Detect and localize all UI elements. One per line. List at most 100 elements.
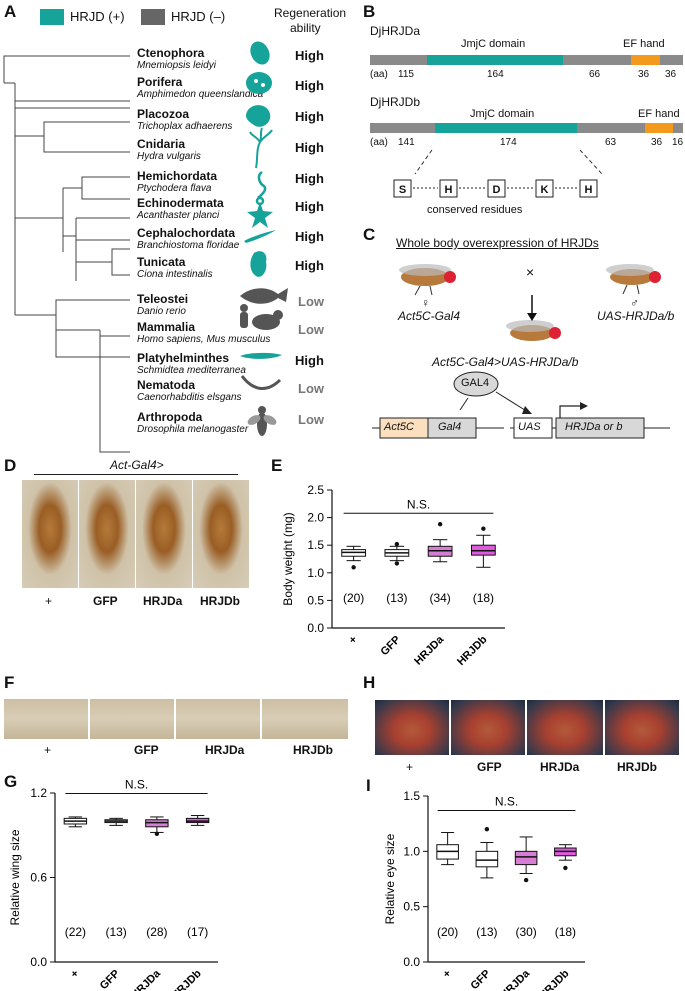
taxon-teleostei: Teleostei: [137, 292, 189, 306]
placozoa-icon: [246, 105, 271, 127]
wing-label-plus: +: [44, 743, 52, 757]
hrjdb-name: DjHRJDb: [370, 95, 421, 109]
ctenophora-icon: [250, 41, 270, 65]
y-tick-label: 0.6: [30, 871, 47, 885]
tunicate-icon: [250, 251, 267, 277]
ability-echinodermata: High: [295, 199, 324, 214]
taxon-hemichordata: Hemichordata: [137, 169, 218, 183]
taxon-platyhelminthes: Platyhelminthes: [137, 351, 230, 365]
species-cephalochordata: Branchiostoma floridae: [137, 240, 240, 251]
hrjda-len-1: 115: [398, 69, 414, 80]
uas-box-label: UAS: [518, 421, 541, 433]
fly-photo-strip: [22, 480, 250, 588]
sample-size-label: (28): [146, 925, 167, 939]
hrjdb-ef-label: EF hand: [638, 108, 680, 120]
x-tick-label: HRJDa: [498, 967, 533, 991]
legend-pos-swatch: [40, 9, 64, 25]
outlier-point: [523, 877, 529, 883]
ability-cnidaria: High: [295, 140, 324, 155]
regeneration-header-1: Regeneration: [274, 6, 347, 20]
y-tick-label: 0.5: [307, 593, 324, 607]
lancelet-icon: [244, 230, 276, 243]
fly-photo-hrjdb: [193, 480, 250, 588]
taxon-tunicata: Tunicata: [137, 255, 186, 269]
wing-label-hrjdb: HRJDb: [293, 743, 334, 757]
sample-size-label: (30): [515, 925, 536, 939]
ability-tunicata: High: [295, 258, 324, 273]
eye-photo-gfp: [451, 700, 527, 755]
ability-ctenophora: High: [295, 48, 324, 63]
progeny-fly-icon: [506, 320, 561, 341]
species-hemichordata: Ptychodera flava: [137, 183, 212, 194]
fly-photo-gfp: [79, 480, 136, 588]
fly-label-hrjda: HRJDa: [143, 594, 183, 608]
taxon-arthropoda: Arthropoda: [137, 410, 203, 424]
ability-teleostei: Low: [298, 294, 324, 309]
eye-photo-hrjdb: [605, 700, 681, 755]
zebrafish-icon: [240, 288, 288, 304]
y-tick-label: 1.0: [307, 566, 324, 580]
y-tick-label: 2.0: [307, 511, 324, 525]
wing-label-gfp: GFP: [134, 743, 159, 757]
taxon-placozoa: Placozoa: [137, 107, 190, 121]
phylogenetic-tree: [3, 55, 130, 453]
significance-label: N.S.: [125, 778, 148, 792]
gene-box-label: HRJDa or b: [565, 421, 623, 433]
residue-3: D: [493, 184, 501, 196]
sample-size-label: (20): [343, 591, 364, 605]
male-symbol: ♂: [630, 296, 639, 310]
hrjdb-len-3: 63: [605, 137, 617, 148]
residue-4: K: [541, 184, 549, 196]
panel-b-label: B: [363, 2, 376, 21]
female-genotype: Act5C-Gal4: [398, 309, 461, 323]
eye-label-hrjda: HRJDa: [540, 760, 580, 774]
panel-c-label: C: [363, 225, 376, 244]
fruitfly-icon: [247, 406, 277, 436]
organism-icons: [240, 41, 288, 436]
x-tick-label: HRJDb: [537, 967, 572, 991]
y-tick-label: 1.0: [403, 844, 420, 858]
sample-size-label: (13): [476, 925, 497, 939]
hrjda-len-3: 66: [589, 69, 601, 80]
taxon-nematoda: Nematoda: [137, 378, 196, 392]
mammal-icon: [240, 304, 283, 330]
hrjda-len-5: 36: [665, 69, 677, 80]
box: [475, 850, 499, 868]
hrjdb-len-4: 36: [651, 137, 663, 148]
sample-size-label: (18): [555, 925, 576, 939]
y-tick-label: 1.2: [30, 786, 47, 800]
residue-1: S: [399, 184, 406, 196]
species-porifera: Amphimedon queenslandica: [137, 89, 264, 100]
eye-label-hrjdb: HRJDb: [617, 760, 658, 774]
eye-label-gfp: GFP: [477, 760, 502, 774]
gal4-protein-label: GAL4: [461, 377, 490, 389]
hrjdb-aa-unit: (aa): [370, 137, 388, 148]
panel-i-label: I: [366, 776, 371, 795]
y-axis-label: Relative wing size: [8, 829, 22, 925]
y-tick-label: 0.0: [30, 955, 47, 969]
hrjdb-jmjc-domain: [435, 123, 577, 133]
wing-photo-strip: [4, 699, 350, 739]
ability-cephalochordata: High: [295, 229, 324, 244]
progeny-genotype: Act5C-Gal4>UAS-HRJDa/b: [432, 355, 579, 369]
hrjda-aa-unit: (aa): [370, 69, 388, 80]
porifera-icon: [246, 72, 272, 94]
legend-neg-swatch: [141, 9, 165, 25]
hrjdb-ef-hand: [645, 123, 673, 133]
sample-size-label: (22): [65, 925, 86, 939]
wing-photo-hrjda: [176, 699, 262, 739]
sample-size-label: (34): [429, 591, 450, 605]
conserved-residues-diagram: S H D K H: [393, 179, 598, 198]
legend-pos-label: HRJD (+): [70, 9, 125, 24]
species-cnidaria: Hydra vulgaris: [137, 151, 201, 162]
fly-cross-diagram: [399, 264, 661, 341]
outlier-point: [394, 561, 400, 566]
gal4-box-label: Gal4: [438, 421, 462, 433]
cross-symbol: ×: [526, 264, 535, 280]
hrjda-jmjc-domain: [427, 55, 563, 65]
taxon-porifera: Porifera: [137, 75, 183, 89]
outlier-point: [154, 831, 160, 837]
male-fly-icon: [606, 264, 661, 295]
outlier-point: [394, 541, 400, 547]
